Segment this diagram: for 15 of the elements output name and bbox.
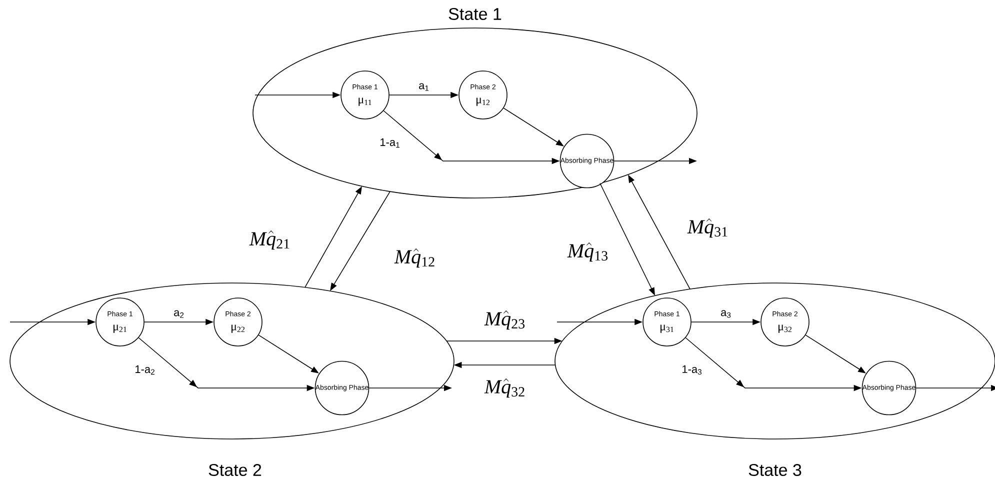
edge-label: a$_{1}$ bbox=[419, 83, 429, 91]
edge-label: $M\hat{q}_{21}$ bbox=[249, 230, 290, 250]
edge-label: $M\hat{q}_{13}$ bbox=[567, 242, 608, 262]
state-heading: State 3 bbox=[748, 464, 802, 476]
edge-label: 1-a$_{2}$ bbox=[136, 365, 154, 375]
edge-label: 1-a$_{3}$ bbox=[682, 365, 702, 375]
state-heading: State 2 bbox=[208, 464, 262, 476]
edge-label: $M\hat{q}_{31}$ bbox=[687, 218, 728, 238]
state-heading: State 1 bbox=[448, 8, 502, 20]
edge-label: a$_{2}$ bbox=[174, 310, 184, 318]
edge-label: a$_{3}$ bbox=[721, 310, 731, 318]
edge-label: $M\hat{q}_{23}$ bbox=[484, 310, 525, 330]
edge-label: 1-a$_{1}$ bbox=[380, 138, 400, 148]
edge-label: $M\hat{q}_{32}$ bbox=[484, 378, 524, 398]
edge-label: $M\hat{q}_{12}$ bbox=[394, 248, 434, 268]
